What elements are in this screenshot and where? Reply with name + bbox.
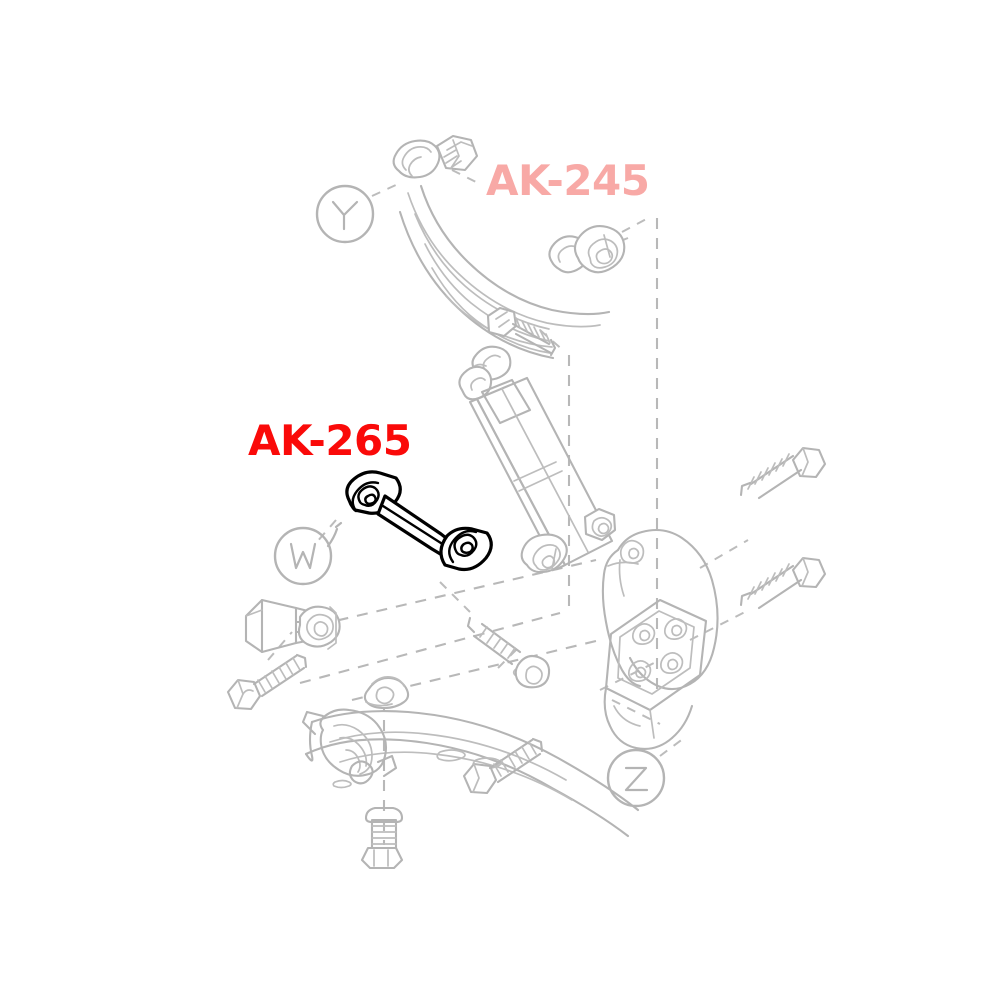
trailing-arm xyxy=(304,666,640,838)
bolt-upper-shock xyxy=(486,306,557,357)
upper-control-arm xyxy=(392,139,626,360)
ball-joint xyxy=(301,708,398,785)
nut-shock-mid xyxy=(583,507,617,542)
marker-z xyxy=(606,748,666,808)
knuckle-bracket xyxy=(601,528,719,750)
shock-absorber xyxy=(458,345,614,574)
nut-ball-joint xyxy=(363,676,410,710)
bolt-knuckle-lower xyxy=(739,556,827,610)
nut-upper-arm xyxy=(435,134,479,172)
lateral-toe-link-ak265 xyxy=(345,470,493,572)
bushing-bracket xyxy=(244,598,341,654)
bolt-trailing-arm-lower xyxy=(462,737,544,795)
bolt-ball-joint xyxy=(360,806,404,870)
part-label-ak245[interactable]: AK-245 xyxy=(486,156,650,205)
part-label-ak265[interactable]: AK-265 xyxy=(248,416,412,465)
bolt-trailing-arm xyxy=(466,616,551,689)
marker-y xyxy=(315,184,375,244)
bolt-knuckle-upper xyxy=(739,446,827,500)
bolt-bracket xyxy=(226,653,308,711)
marker-w xyxy=(273,521,343,586)
